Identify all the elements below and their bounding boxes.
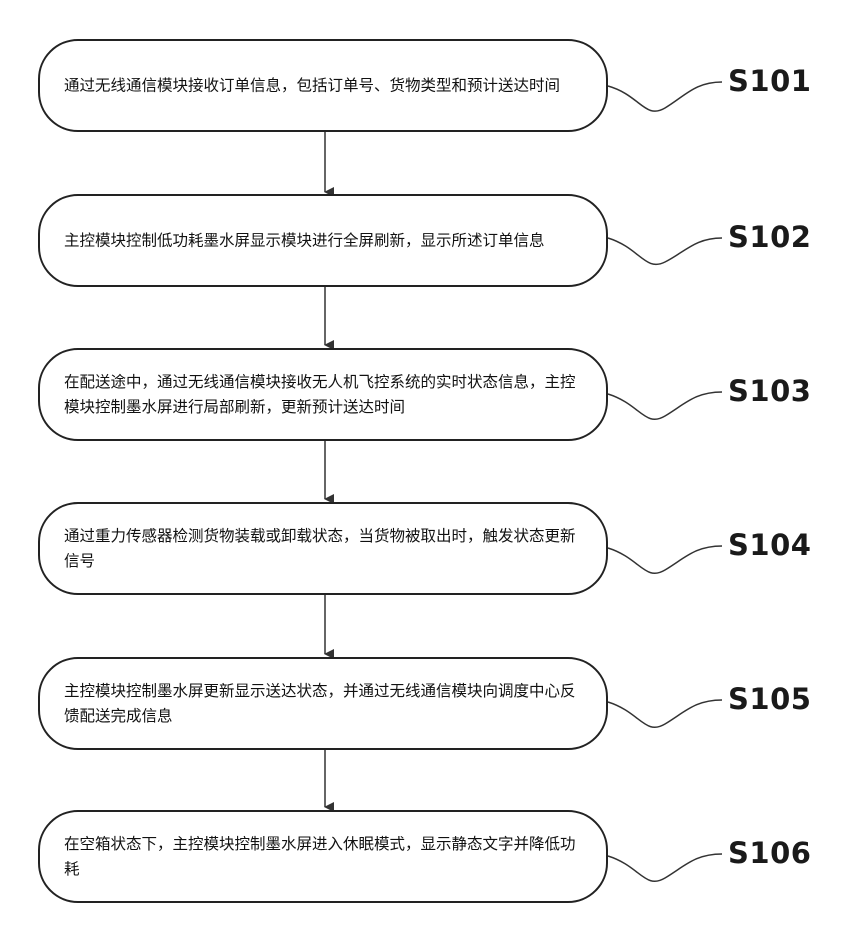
step-text-s102: 主控模块控制低功耗墨水屏显示模块进行全屏刷新，显示所述订单信息 bbox=[64, 228, 588, 253]
step-label-s102: S102 bbox=[728, 220, 811, 254]
leader-s103 bbox=[608, 392, 722, 419]
step-label-s105: S105 bbox=[728, 682, 811, 716]
leader-s104 bbox=[608, 546, 722, 573]
step-text-s106: 在空箱状态下，主控模块控制墨水屏进入休眠模式，显示静态文字并降低功耗 bbox=[64, 832, 588, 882]
step-label-s103: S103 bbox=[728, 374, 811, 408]
step-box-s104: 通过重力传感器检测货物装载或卸载状态，当货物被取出时，触发状态更新信号 bbox=[38, 502, 608, 595]
leader-s101 bbox=[608, 82, 722, 111]
step-text-s101: 通过无线通信模块接收订单信息，包括订单号、货物类型和预计送达时间 bbox=[64, 73, 588, 98]
leader-s105 bbox=[608, 700, 722, 727]
step-box-s103: 在配送途中，通过无线通信模块接收无人机飞控系统的实时状态信息，主控模块控制墨水屏… bbox=[38, 348, 608, 441]
leader-s102 bbox=[608, 238, 722, 264]
step-label-s106: S106 bbox=[728, 836, 811, 870]
step-label-s101: S101 bbox=[728, 64, 811, 98]
step-text-s104: 通过重力传感器检测货物装载或卸载状态，当货物被取出时，触发状态更新信号 bbox=[64, 524, 588, 574]
leader-s106 bbox=[608, 854, 722, 881]
step-box-s102: 主控模块控制低功耗墨水屏显示模块进行全屏刷新，显示所述订单信息 bbox=[38, 194, 608, 287]
step-box-s105: 主控模块控制墨水屏更新显示送达状态，并通过无线通信模块向调度中心反馈配送完成信息 bbox=[38, 657, 608, 750]
step-label-s104: S104 bbox=[728, 528, 811, 562]
step-text-s103: 在配送途中，通过无线通信模块接收无人机飞控系统的实时状态信息，主控模块控制墨水屏… bbox=[64, 370, 588, 420]
step-box-s106: 在空箱状态下，主控模块控制墨水屏进入休眠模式，显示静态文字并降低功耗 bbox=[38, 810, 608, 903]
step-text-s105: 主控模块控制墨水屏更新显示送达状态，并通过无线通信模块向调度中心反馈配送完成信息 bbox=[64, 679, 588, 729]
step-box-s101: 通过无线通信模块接收订单信息，包括订单号、货物类型和预计送达时间 bbox=[38, 39, 608, 132]
